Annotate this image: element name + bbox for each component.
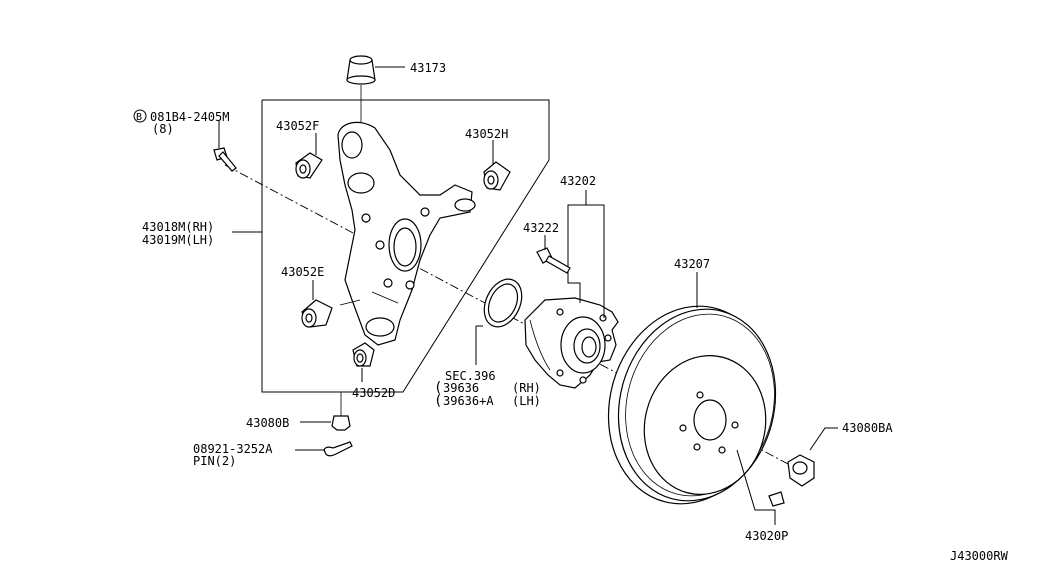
label-43080b: 43080B (246, 416, 289, 430)
label-43052d: 43052D (352, 386, 395, 400)
cap-43020p-part (768, 491, 785, 507)
cotter-pin-part (323, 441, 353, 457)
bushing-43052f-part (295, 152, 323, 179)
label-43052h: 43052H (465, 127, 508, 141)
label-43020p: 43020P (745, 529, 788, 543)
nut-43080ba-part (787, 454, 815, 487)
bushing-43052d-part (352, 342, 375, 367)
knuckle-43018m-part (337, 121, 476, 346)
label-43080ba: 43080BA (842, 421, 893, 435)
label-bolt-prefix: B (136, 112, 142, 123)
label-39636a-side: (LH) (512, 394, 541, 408)
leader-43080ba (809, 427, 838, 451)
label-39636-side: (RH) (512, 381, 541, 395)
brake-rotor-part (607, 305, 777, 505)
label-bolt-qty: (8) (152, 122, 174, 136)
diagram-id: J43000RW (950, 549, 1009, 563)
bushing-43173-part (346, 55, 376, 125)
nut-43080b-part (331, 392, 351, 431)
bracket-43202 (567, 204, 605, 318)
leader-43020p (736, 449, 776, 525)
label-39636: 39636 (443, 381, 479, 395)
label-39636a: 39636+A (443, 394, 494, 408)
label-43173: 43173 (410, 61, 446, 75)
hub-43202-part (524, 297, 619, 389)
label-pin: PIN(2) (193, 454, 236, 468)
bolt-43222-part (536, 247, 571, 274)
bolt-081b4-part (213, 147, 237, 172)
seal-ring-part (483, 278, 523, 328)
label-43202: 43202 (560, 174, 596, 188)
bushing-43052h-part (483, 161, 511, 191)
label-43052f: 43052F (276, 119, 319, 133)
assembly-frame (261, 99, 550, 393)
brace-open-1: ( (434, 380, 442, 396)
label-43018m: 43018M(RH) (142, 220, 214, 234)
label-43222: 43222 (523, 221, 559, 235)
label-43052e: 43052E (281, 265, 324, 279)
label-pin-code: 08921-3252A (193, 442, 273, 456)
label-bolt-code: 081B4-2405M (150, 110, 229, 124)
bushing-43052e-part (301, 299, 333, 328)
label-sec396: SEC.396 (445, 369, 496, 383)
label-43207: 43207 (674, 257, 710, 271)
brace-open-2: ( (434, 393, 442, 409)
bolt-symbol-circle (133, 109, 147, 123)
label-43019m: 43019M(LH) (142, 233, 214, 247)
